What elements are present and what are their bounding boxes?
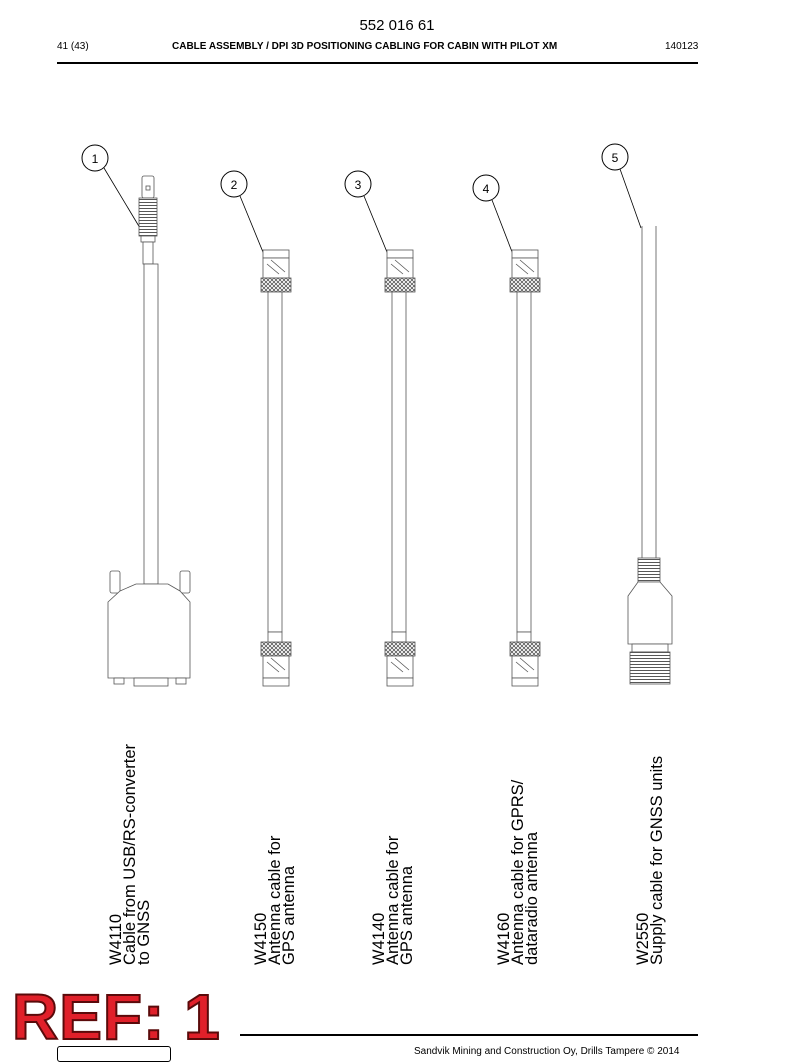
cable-5-code: W2550 (634, 913, 652, 965)
callout-1: 1 (81, 144, 141, 229)
callout-3-label: 3 (355, 178, 362, 192)
cable-label-5: W2550 Supply cable for GNSS units (634, 756, 666, 965)
callout-4-label: 4 (483, 182, 490, 196)
ref-stamp: REF: 1 (11, 981, 221, 1053)
cable-3-code: W4140 (370, 913, 388, 965)
cable-1-line2: to GNSS (135, 900, 153, 965)
cable-5-drawing (627, 226, 673, 685)
header-divider (57, 62, 698, 64)
callout-5-label: 5 (612, 151, 619, 165)
cable-2-line2: GPS antenna (280, 865, 298, 965)
cable-1-code: W4110 (107, 914, 125, 965)
cable-3-line1: Antenna cable for (384, 835, 402, 965)
page-indicator: 41 (43) (57, 41, 89, 52)
callout-2: 2 (220, 170, 266, 258)
callout-2-label: 2 (231, 178, 238, 192)
cable-label-3: W4140 Antenna cable for GPS antenna (370, 835, 416, 965)
page-title: CABLE ASSEMBLY / DPI 3D POSITIONING CABL… (172, 41, 558, 52)
callout-4: 4 (472, 174, 515, 258)
callout-5: 5 (601, 143, 642, 229)
footer-divider (240, 1034, 698, 1036)
header-date: 140123 (665, 41, 699, 52)
cable-2-drawing (260, 249, 292, 687)
footer-copyright: Sandvik Mining and Construction Oy, Dril… (414, 1046, 680, 1057)
cable-4-line2: dataradio antenna (523, 831, 541, 965)
cable-3-drawing (384, 249, 416, 687)
document-number: 552 016 61 (359, 17, 435, 34)
cable-3-line2: GPS antenna (398, 865, 416, 965)
cable-label-1: W4110 Cable from USB/RS-converter to GNS… (107, 744, 153, 965)
cable-2-line1: Antenna cable for (266, 835, 284, 965)
cable-2-code: W4150 (252, 913, 270, 965)
cable-1-drawing (107, 175, 191, 687)
callout-3: 3 (344, 170, 390, 258)
cable-1-line1: Cable from USB/RS-converter (121, 744, 139, 965)
cable-4-code: W4160 (495, 913, 513, 965)
cable-4-line1: Antenna cable for GPRS/ (509, 779, 527, 965)
cable-4-drawing (509, 249, 541, 687)
callout-1-label: 1 (92, 152, 99, 166)
cable-5-line1: Supply cable for GNSS units (648, 756, 666, 965)
cable-label-4: W4160 Antenna cable for GPRS/ dataradio … (495, 779, 541, 965)
cable-label-2: W4150 Antenna cable for GPS antenna (252, 835, 298, 965)
